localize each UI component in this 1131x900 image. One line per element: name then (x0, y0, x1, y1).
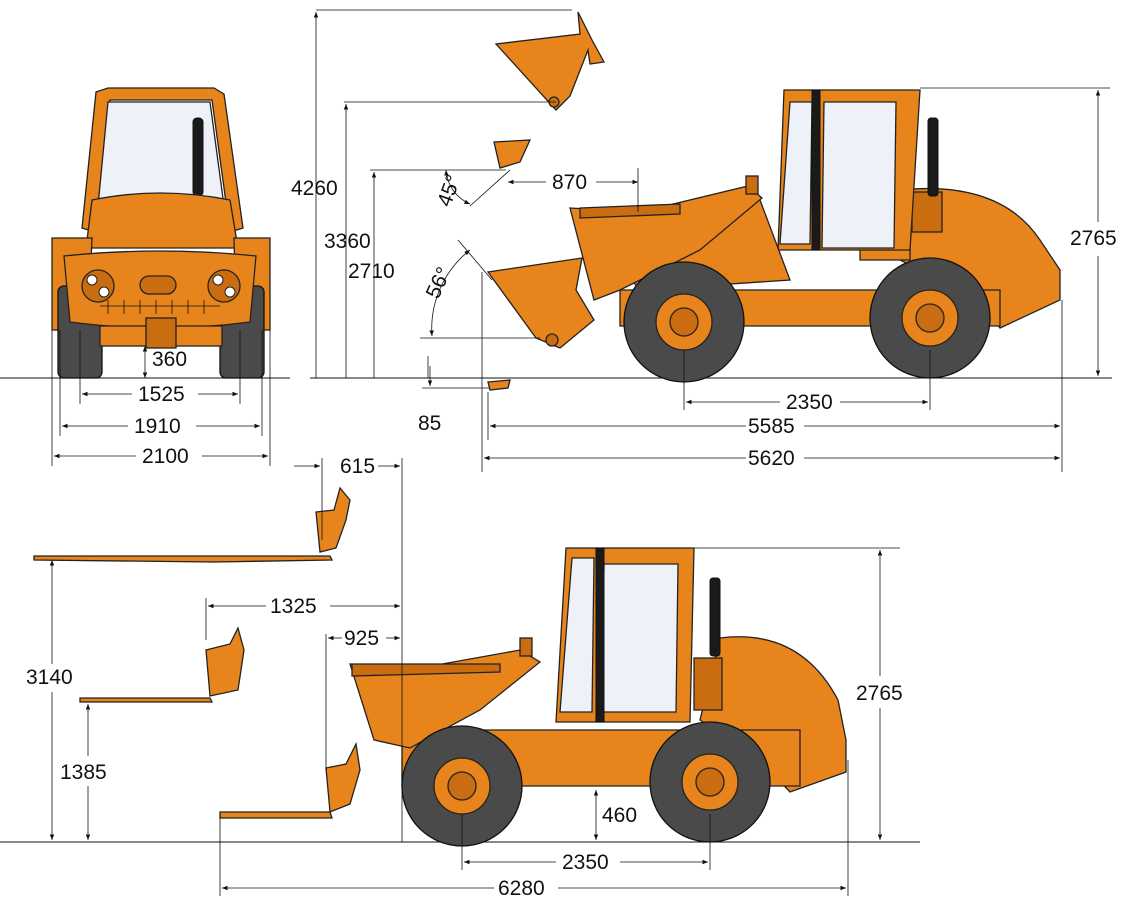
dim-max-fork-height: 3140 (26, 666, 73, 689)
dim-mid-reach: 1325 (270, 595, 317, 618)
dim-overall-width: 2100 (142, 445, 189, 468)
dim-max-pin-height: 4260 (291, 177, 338, 200)
dim-max-dump-pin: 3360 (324, 230, 371, 253)
fork-loader-side-view (0, 486, 920, 847)
bucket-lowered (486, 257, 595, 349)
fork-raised (33, 555, 334, 563)
dim-mid-height: 1385 (60, 761, 107, 784)
dim-dump-height: 2710 (348, 260, 395, 283)
dim-wheelbase-fork: 2350 (562, 851, 609, 874)
dim-track-width: 1525 (138, 383, 185, 406)
fork-view-dimensions: 615 3140 1325 1385 925 460 2765 2350 (26, 455, 903, 900)
front-view-dimensions: 360 1525 1910 2100 (51, 330, 271, 468)
fork-mid (79, 697, 214, 703)
dim-low-reach: 925 (344, 627, 379, 650)
front-view-loader (0, 87, 290, 379)
dim-length-a: 5585 (748, 415, 795, 438)
dim-wheelbase-bucket: 2350 (786, 391, 833, 414)
fork-low (219, 811, 333, 819)
bucket-dump (493, 139, 532, 169)
dim-dump-reach: 870 (552, 171, 587, 194)
bucket-raised (494, 11, 606, 111)
dim-fork-ground-clearance: 460 (602, 804, 637, 827)
dim-overall-length: 6280 (498, 877, 545, 900)
dim-length-b: 5620 (748, 447, 795, 470)
dim-cab-height-bucket: 2765 (1070, 227, 1117, 250)
dim-dig-depth: 85 (418, 412, 441, 435)
dim-cab-height-fork: 2765 (856, 682, 903, 705)
dim-fork-top-offset: 615 (340, 455, 375, 478)
dim-dump-angle: 45° (433, 172, 465, 210)
bucket-loader-side-view (310, 11, 1112, 383)
dim-ground-clearance: 360 (152, 348, 187, 371)
bucket-view-dimensions: 4260 3360 2710 45° 870 56° 85 2765 (291, 9, 1117, 472)
dim-tyre-width: 1910 (134, 415, 181, 438)
